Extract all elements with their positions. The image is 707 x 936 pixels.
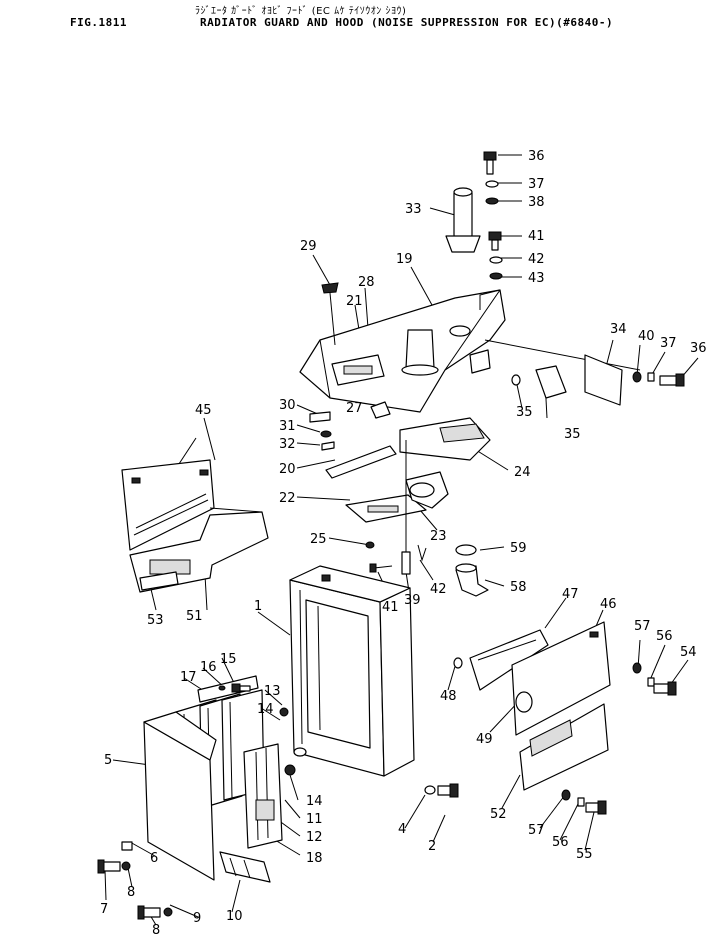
callout-48: 48 xyxy=(440,689,457,704)
panel-52 xyxy=(519,703,609,791)
callout-37: 37 xyxy=(528,177,545,192)
callout-49: 49 xyxy=(476,732,493,747)
bracket-34 xyxy=(535,365,567,399)
callout-59: 59 xyxy=(510,541,527,556)
front-cover-4 xyxy=(143,711,217,881)
figure-number: FIG.1811 xyxy=(70,16,127,29)
callout-6: 7 xyxy=(100,902,108,917)
callout-27: 28 xyxy=(358,275,375,290)
diagram-title: RADIATOR GUARD AND HOOD (NOISE SUPPRESSI… xyxy=(200,16,614,29)
callout-56b: 56 xyxy=(552,835,569,850)
callout-47: 47 xyxy=(562,587,579,602)
callout-40: 39 xyxy=(404,593,421,608)
callout-30: 31 xyxy=(279,419,296,434)
bottom-guard-9 xyxy=(219,851,271,883)
callout-18: 18 xyxy=(306,851,323,866)
callout-2: 2 xyxy=(428,839,436,854)
callout-57b: 57 xyxy=(528,823,545,838)
callout-41: 41 xyxy=(382,600,399,615)
callout-51: 51 xyxy=(186,609,203,624)
callout-44: 42 xyxy=(528,252,545,267)
callout-57: 57 xyxy=(634,619,651,634)
gasket-47 xyxy=(469,629,549,691)
callout-26: 27 xyxy=(346,401,363,416)
callout-53: 53 xyxy=(147,613,164,628)
callout-10: 11 xyxy=(306,812,323,827)
callout-4: 5 xyxy=(104,753,112,768)
callout-43: 41 xyxy=(528,229,545,244)
knob-28 xyxy=(321,282,339,346)
callout-35-label: 35 xyxy=(516,405,533,420)
callout-17: 17 xyxy=(180,670,197,685)
callout-3: 4 xyxy=(398,822,406,837)
callout-36b: 36 xyxy=(690,341,707,356)
door-panel-46 xyxy=(511,621,611,736)
callout-8: 8 xyxy=(127,885,135,900)
callout-7: 8 xyxy=(152,923,160,936)
callout-15: 15 xyxy=(220,652,237,667)
core-10-11 xyxy=(243,743,283,849)
elbow-58 xyxy=(455,565,489,597)
callout-32: 33 xyxy=(405,202,422,217)
callout-31: 32 xyxy=(279,437,296,452)
callout-36: 36 xyxy=(528,149,545,164)
bracket-17 xyxy=(197,675,259,703)
callout-29: 30 xyxy=(279,398,296,413)
callout-42-label: 42 xyxy=(430,582,447,597)
callout-24: 24 xyxy=(514,465,531,480)
callout-13: 14 xyxy=(257,702,274,717)
callout-21: 21 xyxy=(346,294,363,309)
plate-33 xyxy=(584,354,623,406)
side-panel-50 xyxy=(121,459,215,551)
callout-23: 23 xyxy=(430,529,447,544)
callout-16: 16 xyxy=(200,660,217,675)
callout-33: 34 xyxy=(610,322,627,337)
callout-38: 38 xyxy=(528,195,545,210)
bolts-top xyxy=(483,151,503,280)
callout-20: 20 xyxy=(279,462,296,477)
callout-52: 52 xyxy=(490,807,507,822)
callout-50: 45 xyxy=(195,403,212,418)
ring-59 xyxy=(455,544,477,556)
callout-14-label: 14 xyxy=(306,794,323,809)
hood xyxy=(299,289,506,413)
callout-46: 46 xyxy=(600,597,617,612)
callout-56: 56 xyxy=(656,629,673,644)
callout-12: 13 xyxy=(264,684,281,699)
callout-22: 22 xyxy=(279,491,296,506)
callout-55: 55 xyxy=(576,847,593,862)
callout-19: 19 xyxy=(396,252,413,267)
callout-1: 1 xyxy=(254,599,262,614)
callout-5: 6 xyxy=(150,851,158,866)
callout-45: 43 xyxy=(528,271,545,286)
callout-9: 10 xyxy=(226,909,243,924)
callout-54: 54 xyxy=(680,645,697,660)
callout-25: 25 xyxy=(310,532,327,547)
callout-34: 35 xyxy=(564,427,581,442)
callout-8b: 9 xyxy=(193,911,201,926)
callout-11: 12 xyxy=(306,830,323,845)
rail-20 xyxy=(325,445,397,479)
callout-39: 40 xyxy=(638,329,655,344)
callout-37b: 37 xyxy=(660,336,677,351)
callout-labels: 36 37 38 33 41 42 43 29 19 28 21 34 40 3… xyxy=(100,149,707,936)
subtitle-jp: ﾗｼﾞｴｰﾀ ｶﾞｰﾄﾞ ｵﾖﾋﾞ ﾌｰﾄﾞ (EC ﾑｹ ﾃｲｿｳｵﾝ ｼﾖｳ… xyxy=(195,6,407,17)
panel-53 xyxy=(139,571,179,591)
exhaust-pipe xyxy=(445,187,481,253)
callout-58: 58 xyxy=(510,580,527,595)
radiator-guard xyxy=(289,565,415,777)
callout-28: 29 xyxy=(300,239,317,254)
